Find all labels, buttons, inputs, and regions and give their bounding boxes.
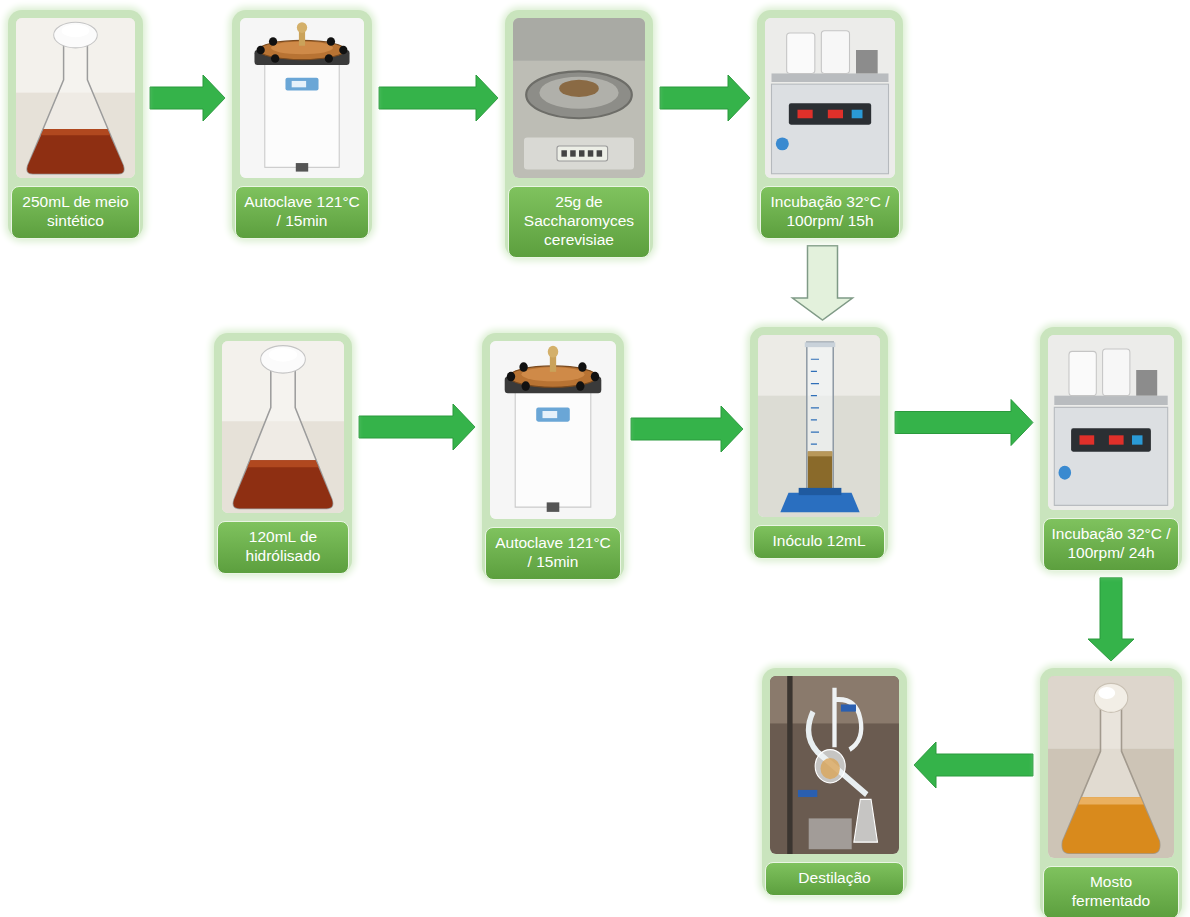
photo-illustration: [16, 18, 135, 178]
photo-illustration: [1048, 676, 1174, 858]
step-label: Autoclave 121°C / 15min: [243, 193, 361, 231]
photo-illustration: [490, 341, 616, 519]
step-label: Inóculo 12mL: [761, 532, 877, 551]
label-box: Incubação 32°C / 100rpm/ 24h: [1043, 518, 1179, 571]
step-label: Autoclave 121°C / 15min: [493, 534, 613, 572]
block-arrow: [359, 404, 475, 450]
block-arrow: [1088, 578, 1134, 661]
label-box: Inóculo 12mL: [753, 525, 885, 559]
process-box: 250mL de meio sintético: [8, 10, 143, 239]
block-arrow: [150, 75, 225, 121]
block-arrow: [660, 75, 750, 121]
step-label: 25g de Saccharomyces cerevisiae: [516, 193, 642, 250]
photo-illustration: [1048, 676, 1174, 858]
photo-illustration: [513, 18, 645, 178]
step-label: 120mL de hidrólisado: [225, 528, 341, 566]
photo-illustration: [222, 341, 344, 513]
process-box: Autoclave 121°C / 15min: [232, 10, 372, 239]
photo-illustration: [770, 676, 899, 854]
label-box: Incubação 32°C / 100rpm/ 15h: [760, 186, 900, 239]
photo-illustration: [222, 341, 344, 513]
step-label: Incubação 32°C / 100rpm/ 24h: [1051, 525, 1171, 563]
photo-illustration: [1048, 335, 1174, 510]
block-arrow: [379, 75, 498, 121]
block-arrow: [631, 406, 743, 452]
photo-illustration: [240, 18, 364, 178]
photo-illustration: [240, 18, 364, 178]
step-label: Mosto fermentado: [1051, 873, 1171, 911]
photo-illustration: [490, 341, 616, 519]
process-box: Incubação 32°C / 100rpm/ 24h: [1040, 327, 1182, 571]
photo-illustration: [758, 335, 880, 517]
photo-illustration: [16, 18, 135, 178]
label-box: Autoclave 121°C / 15min: [485, 527, 621, 580]
label-box: 120mL de hidrólisado: [217, 521, 349, 574]
block-arrow: [914, 742, 1033, 788]
outline-arrow: [793, 246, 853, 320]
photo-illustration: [513, 18, 645, 178]
step-label: Incubação 32°C / 100rpm/ 15h: [768, 193, 892, 231]
photo-illustration: [765, 18, 895, 178]
step-label: Destilação: [773, 869, 896, 888]
photo-illustration: [1048, 335, 1174, 510]
label-box: 25g de Saccharomyces cerevisiae: [508, 186, 650, 258]
process-box: Destilação: [762, 668, 907, 896]
label-box: Destilação: [765, 862, 904, 896]
photo-illustration: [758, 335, 880, 517]
process-box: 120mL de hidrólisado: [214, 333, 352, 574]
process-box: 25g de Saccharomyces cerevisiae: [505, 10, 653, 258]
label-box: Autoclave 121°C / 15min: [235, 186, 369, 239]
block-arrow: [895, 400, 1033, 446]
process-box: Mosto fermentado: [1040, 668, 1182, 917]
step-label: 250mL de meio sintético: [19, 193, 132, 231]
process-box: Autoclave 121°C / 15min: [482, 333, 624, 580]
label-box: 250mL de meio sintético: [11, 186, 140, 239]
photo-illustration: [765, 18, 895, 178]
process-box: Incubação 32°C / 100rpm/ 15h: [757, 10, 903, 239]
photo-illustration: [770, 676, 899, 854]
process-box: Inóculo 12mL: [750, 327, 888, 559]
label-box: Mosto fermentado: [1043, 866, 1179, 917]
